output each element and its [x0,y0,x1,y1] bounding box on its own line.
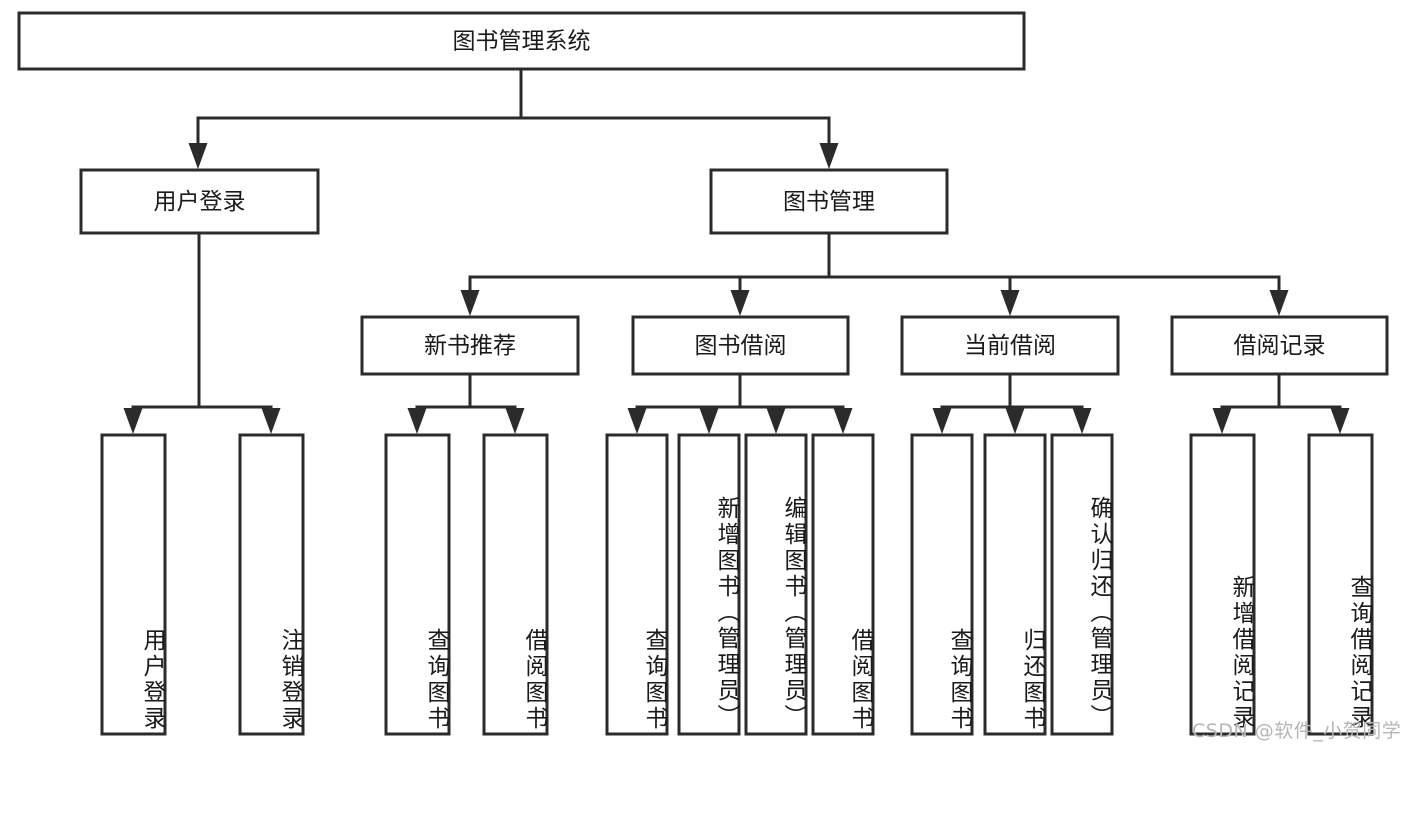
connector-new-book-recommend [407,372,525,434]
node-box-leaf-borrow-book-2 [811,433,875,736]
node-leaf-query-book-1[interactable] [384,433,451,736]
arrow-head-icon [699,408,719,434]
connector-book-manage [460,231,1289,316]
node-box-leaf-add-book-admin [677,433,741,736]
node-leaf-borrow-book-2[interactable] [811,433,875,736]
node-box-new-book-recommend [360,315,580,376]
node-leaf-user-login[interactable] [100,433,167,736]
arrow-head-icon [819,143,839,169]
arrow-head-icon [932,408,952,434]
arrow-head-icon [407,408,427,434]
csdn-watermark: CSDN @软件_小贺同学 [1192,720,1402,742]
node-leaf-edit-book-admin[interactable] [744,433,808,736]
node-label-book-borrow: 图书借阅 [695,333,787,359]
arrow-head-icon [1072,408,1092,434]
node-box-leaf-edit-book-admin [744,433,808,736]
arrow-head-icon [1005,408,1025,434]
node-box-leaf-return-book [983,433,1047,736]
arrow-head-icon [261,408,281,434]
node-box-current-borrow [900,315,1120,376]
arrow-head-icon [1212,408,1232,434]
node-label-new-book-recommend: 新书推荐 [424,333,516,359]
arrow-head-icon [766,408,786,434]
arrow-head-icon [460,290,480,316]
node-leaf-borrow-book-1[interactable] [482,433,549,736]
node-leaf-query-book-3[interactable] [910,433,974,736]
node-leaf-query-book-2[interactable] [605,433,669,736]
connector-user-login [123,231,281,434]
arrow-head-icon [1000,290,1020,316]
node-current-borrow[interactable]: 当前借阅 [900,315,1120,376]
node-borrow-record[interactable]: 借阅记录 [1170,315,1389,376]
node-root[interactable]: 图书管理系统 [17,11,1026,71]
node-user-login[interactable]: 用户登录 [79,168,320,235]
arrow-head-icon [833,408,853,434]
node-box-leaf-user-login [100,433,167,736]
arrow-head-icon [188,143,208,169]
node-label-user-login: 用户登录 [154,189,246,215]
node-label-root: 图书管理系统 [453,29,591,55]
node-label-book-manage: 图书管理 [783,189,875,215]
node-box-borrow-record [1170,315,1389,376]
node-label-borrow-record: 借阅记录 [1234,333,1326,359]
arrow-head-icon [1269,290,1289,316]
connector-current-borrow [932,372,1092,434]
node-box-leaf-borrow-book-1 [482,433,549,736]
node-book-borrow[interactable]: 图书借阅 [631,315,850,376]
node-box-root [17,11,1026,71]
arrow-head-icon [123,408,143,434]
node-new-book-recommend[interactable]: 新书推荐 [360,315,580,376]
node-leaf-return-book[interactable] [983,433,1047,736]
connector-layer [123,67,1350,434]
connector-book-borrow [627,372,853,434]
diagram-canvas-root: 图书管理系统用户登录图书管理新书推荐图书借阅当前借阅借阅记录 用户登录注销登录查… [17,11,1402,742]
node-leaf-add-book-admin[interactable] [677,433,741,736]
node-leaf-logout-login[interactable] [238,433,305,736]
node-box-leaf-query-borrow-record [1307,433,1374,736]
node-box-leaf-query-book-1 [384,433,451,736]
node-box-book-borrow [631,315,850,376]
node-box-user-login [79,168,320,235]
node-book-manage[interactable]: 图书管理 [709,168,949,235]
node-box-book-manage [709,168,949,235]
arrow-head-icon [627,408,647,434]
node-leaf-query-borrow-record[interactable] [1307,433,1374,736]
node-box-leaf-logout-login [238,433,305,736]
node-leaf-confirm-return-admin[interactable] [1050,433,1114,736]
node-label-current-borrow: 当前借阅 [964,333,1056,359]
node-leaf-add-borrow-record[interactable] [1189,433,1256,736]
node-box-leaf-add-borrow-record [1189,433,1256,736]
arrow-head-icon [730,290,750,316]
connector-root [188,67,839,169]
arrow-head-icon [505,408,525,434]
arrow-head-icon [1330,408,1350,434]
node-box-leaf-query-book-2 [605,433,669,736]
node-box-leaf-query-book-3 [910,433,974,736]
node-box-leaf-confirm-return-admin [1050,433,1114,736]
connector-borrow-record [1212,372,1350,434]
